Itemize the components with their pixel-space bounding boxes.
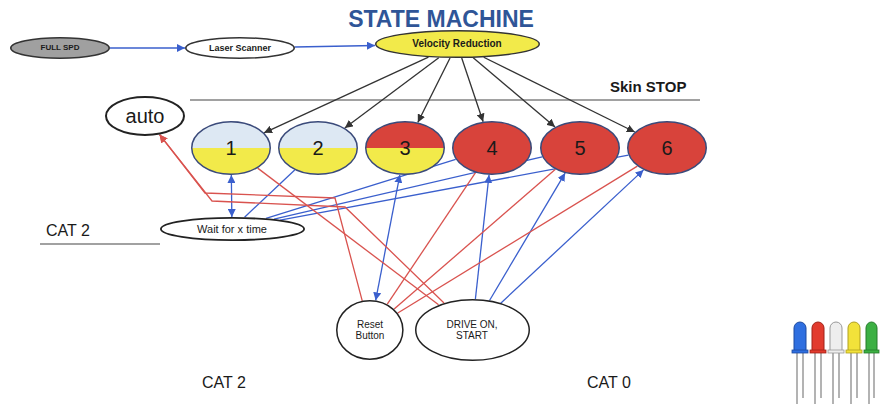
transition-arrow [462, 58, 483, 122]
state-ellipse: Wait for x time [160, 217, 305, 241]
ellipse-shape [628, 122, 707, 175]
ellipse-shape [279, 122, 358, 175]
transition-arrow [345, 58, 439, 128]
node-text-wrap: DRIVE ON, START [441, 319, 503, 342]
transition-arrow [231, 175, 233, 217]
state-ellipse: 1 [191, 121, 271, 175]
state-ellipse: FULL SPD [10, 37, 110, 59]
led-white [828, 322, 844, 404]
ellipse-shape [375, 31, 539, 58]
ellipse-shape [160, 218, 303, 240]
node-label: DRIVE ON, START [441, 319, 503, 342]
zone-label: Skin STOP [608, 79, 688, 96]
state-ellipse: 5 [540, 121, 620, 175]
transition-arrow [418, 58, 450, 122]
ellipse-shape [541, 122, 620, 175]
cat-divider [40, 243, 160, 244]
category-label: CAT 0 [585, 374, 633, 392]
node-text-wrap: FULL SPD [41, 43, 80, 52]
node-label: Reset Button [349, 319, 391, 342]
ellipse-shape [337, 301, 403, 360]
ellipse-shape [192, 122, 271, 175]
node-label: Wait for x time [197, 223, 267, 236]
state-ellipse: DRIVE ON, START [415, 299, 530, 361]
category-label: CAT 2 [44, 222, 92, 240]
ellipse-shape [11, 38, 110, 59]
led-red [810, 322, 826, 404]
node-text-wrap: auto [126, 105, 165, 128]
node-text-wrap: 3 [399, 137, 410, 160]
ellipse-shape [453, 122, 532, 175]
transition-arrow [387, 173, 475, 305]
node-label: 6 [661, 137, 672, 160]
node-label: 5 [574, 137, 585, 160]
state-ellipse: Velocity Reduction [375, 30, 540, 58]
transition-arrow [490, 173, 566, 300]
state-ellipse: Reset Button [336, 300, 404, 360]
node-label: 2 [312, 137, 323, 160]
node-label: FULL SPD [41, 43, 80, 52]
ellipse-shape [366, 122, 445, 175]
node-label: Laser Scanner [209, 43, 271, 53]
transition-arrow [394, 169, 555, 309]
node-label: Velocity Reduction [412, 38, 501, 50]
transition-arrow [376, 175, 400, 301]
node-label: 1 [225, 137, 236, 160]
state-ellipse: 3 [365, 121, 445, 175]
state-ellipse: 6 [627, 121, 707, 175]
ellipse-shape [106, 97, 184, 135]
ellipse-shape [415, 300, 529, 361]
led-blue [792, 322, 808, 404]
node-text-wrap: Reset Button [349, 319, 391, 342]
state-ellipse: auto [105, 96, 185, 136]
transition-arrow [398, 166, 638, 313]
diagram-title: STATE MACHINE [0, 6, 882, 33]
transition-arrow [110, 47, 185, 48]
skin-stop-divider [190, 99, 700, 100]
led-yellow [846, 322, 862, 404]
node-text-wrap: Velocity Reduction [412, 38, 501, 50]
state-ellipse: Laser Scanner [185, 37, 295, 59]
node-text-wrap: Laser Scanner [209, 43, 271, 53]
node-text-wrap: 5 [574, 137, 585, 160]
state-ellipse: 4 [452, 121, 532, 175]
node-label: 4 [486, 137, 497, 160]
node-label: auto [126, 105, 165, 128]
node-label: 3 [399, 137, 410, 160]
led-green [864, 322, 879, 404]
node-text-wrap: 2 [312, 137, 323, 160]
edge-group [110, 46, 644, 313]
node-text-wrap: Wait for x time [197, 223, 267, 236]
state-ellipse: 2 [278, 121, 358, 175]
node-text-wrap: 1 [225, 137, 236, 160]
transition-arrow [473, 58, 555, 127]
node-text-wrap: 4 [486, 137, 497, 160]
led-illustration [792, 322, 879, 404]
category-label: CAT 2 [200, 374, 248, 392]
transition-arrow [295, 46, 375, 47]
ellipse-shape [186, 38, 295, 59]
node-text-wrap: 6 [661, 137, 672, 160]
